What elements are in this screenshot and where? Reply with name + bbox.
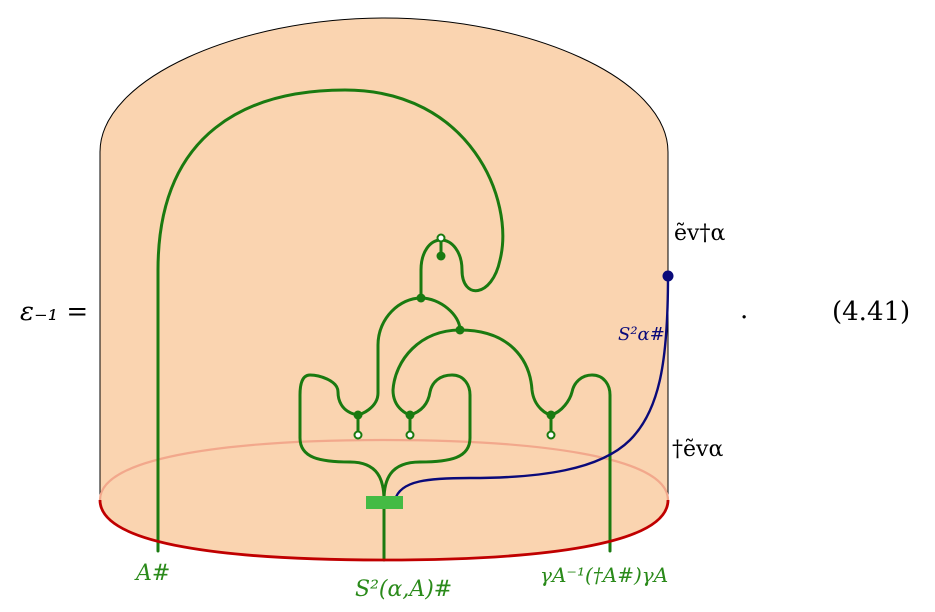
label-ev-dagger-bottom: †ẽvα: [672, 437, 723, 462]
unit-mid: [405, 430, 415, 440]
label-ev-dagger-top: ẽv†α: [674, 221, 725, 246]
lhs-epsilon: ε₋₁ =: [20, 297, 88, 327]
trailing-period: .: [740, 295, 748, 325]
vertex-second: [416, 293, 426, 303]
right-arc-wire: [458, 328, 612, 553]
bottom-rim: [98, 499, 670, 562]
unit-top: [436, 233, 446, 243]
blue-wire: [393, 275, 670, 501]
unit-circles: [353, 233, 556, 440]
label-gamma: γA⁻¹(†A#)γA: [540, 563, 668, 587]
vertex-left: [353, 410, 363, 420]
dome-outline: [99, 17, 669, 500]
vertex-top: [436, 251, 446, 261]
unit-left: [353, 430, 363, 440]
back-rim: [98, 438, 670, 501]
vertex-mid: [405, 410, 415, 420]
unit-right: [546, 430, 556, 440]
label-a-sharp: A#: [134, 561, 170, 586]
left-branch-wire: [298, 296, 423, 502]
coupon-box: [366, 496, 403, 509]
vertex-third: [455, 325, 465, 335]
label-s2-bottom: S²(α,A)#: [355, 577, 452, 602]
label-s2-alpha-sharp: S²α#: [618, 324, 665, 345]
vertices: [353, 251, 556, 420]
vertex-right: [546, 410, 556, 420]
cylinder-body: [100, 18, 668, 560]
equation-number: (4.41): [832, 297, 910, 327]
middle-branch-wire: [382, 328, 472, 502]
blue-endpoint: [662, 270, 674, 282]
